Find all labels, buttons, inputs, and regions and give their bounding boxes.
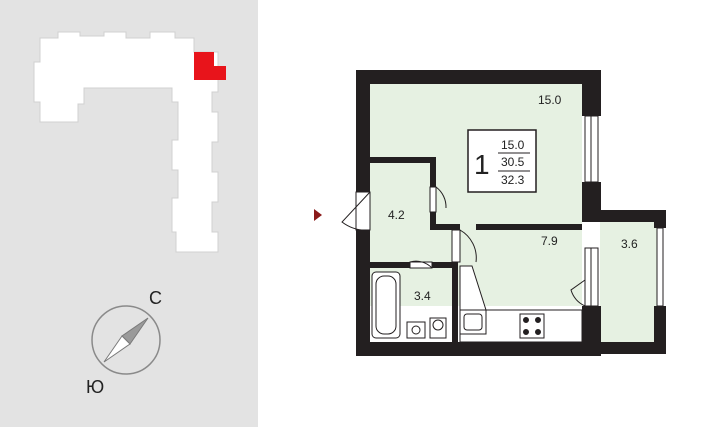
total-with-balcony: 32.3: [501, 173, 525, 187]
building-site-plan: С Ю: [33, 31, 226, 397]
building-overview-panel: С Ю: [0, 0, 258, 427]
windows: [584, 115, 664, 307]
bathroom-area: 3.4: [414, 289, 431, 303]
kitchen-fixtures: [459, 265, 583, 343]
compass-needle-south: [103, 335, 131, 363]
living-room-door: [429, 186, 437, 213]
living-room: [370, 84, 582, 306]
balcony-area: 3.6: [621, 237, 638, 251]
kitchen-area: 7.9: [541, 234, 558, 248]
apartment-floor-plan: 1 15.0 30.5 32.3 15.0 4.2 7.9 3.6 3.4: [314, 70, 666, 356]
apartment-info-box: 1 15.0 30.5 32.3: [467, 129, 537, 193]
doors: [341, 186, 599, 307]
compass-north-label: С: [149, 288, 162, 308]
stove: [519, 313, 545, 339]
walls: [356, 70, 666, 356]
hallway-area: 4.2: [388, 208, 405, 222]
building-footprint: [33, 31, 219, 253]
balcony: [600, 222, 658, 342]
compass-south-label: Ю: [86, 377, 104, 397]
kitchen-counter: [459, 265, 583, 343]
floor-plan-panel: 1 15.0 30.5 32.3 15.0 4.2 7.9 3.6 3.4: [258, 0, 725, 427]
kitchen-door: [451, 229, 461, 263]
total-area: 30.5: [501, 155, 525, 169]
entrance-arrow-icon: [314, 209, 322, 221]
living-room-area: 15.0: [538, 93, 562, 107]
compass-ring: [91, 305, 161, 375]
entrance-door: [355, 191, 371, 231]
bathroom-fixtures: [371, 271, 447, 339]
selected-section-highlight: [194, 52, 226, 80]
living-area: 15.0: [501, 138, 525, 152]
rooms-count: 1: [474, 149, 490, 180]
compass: С Ю: [86, 288, 162, 397]
